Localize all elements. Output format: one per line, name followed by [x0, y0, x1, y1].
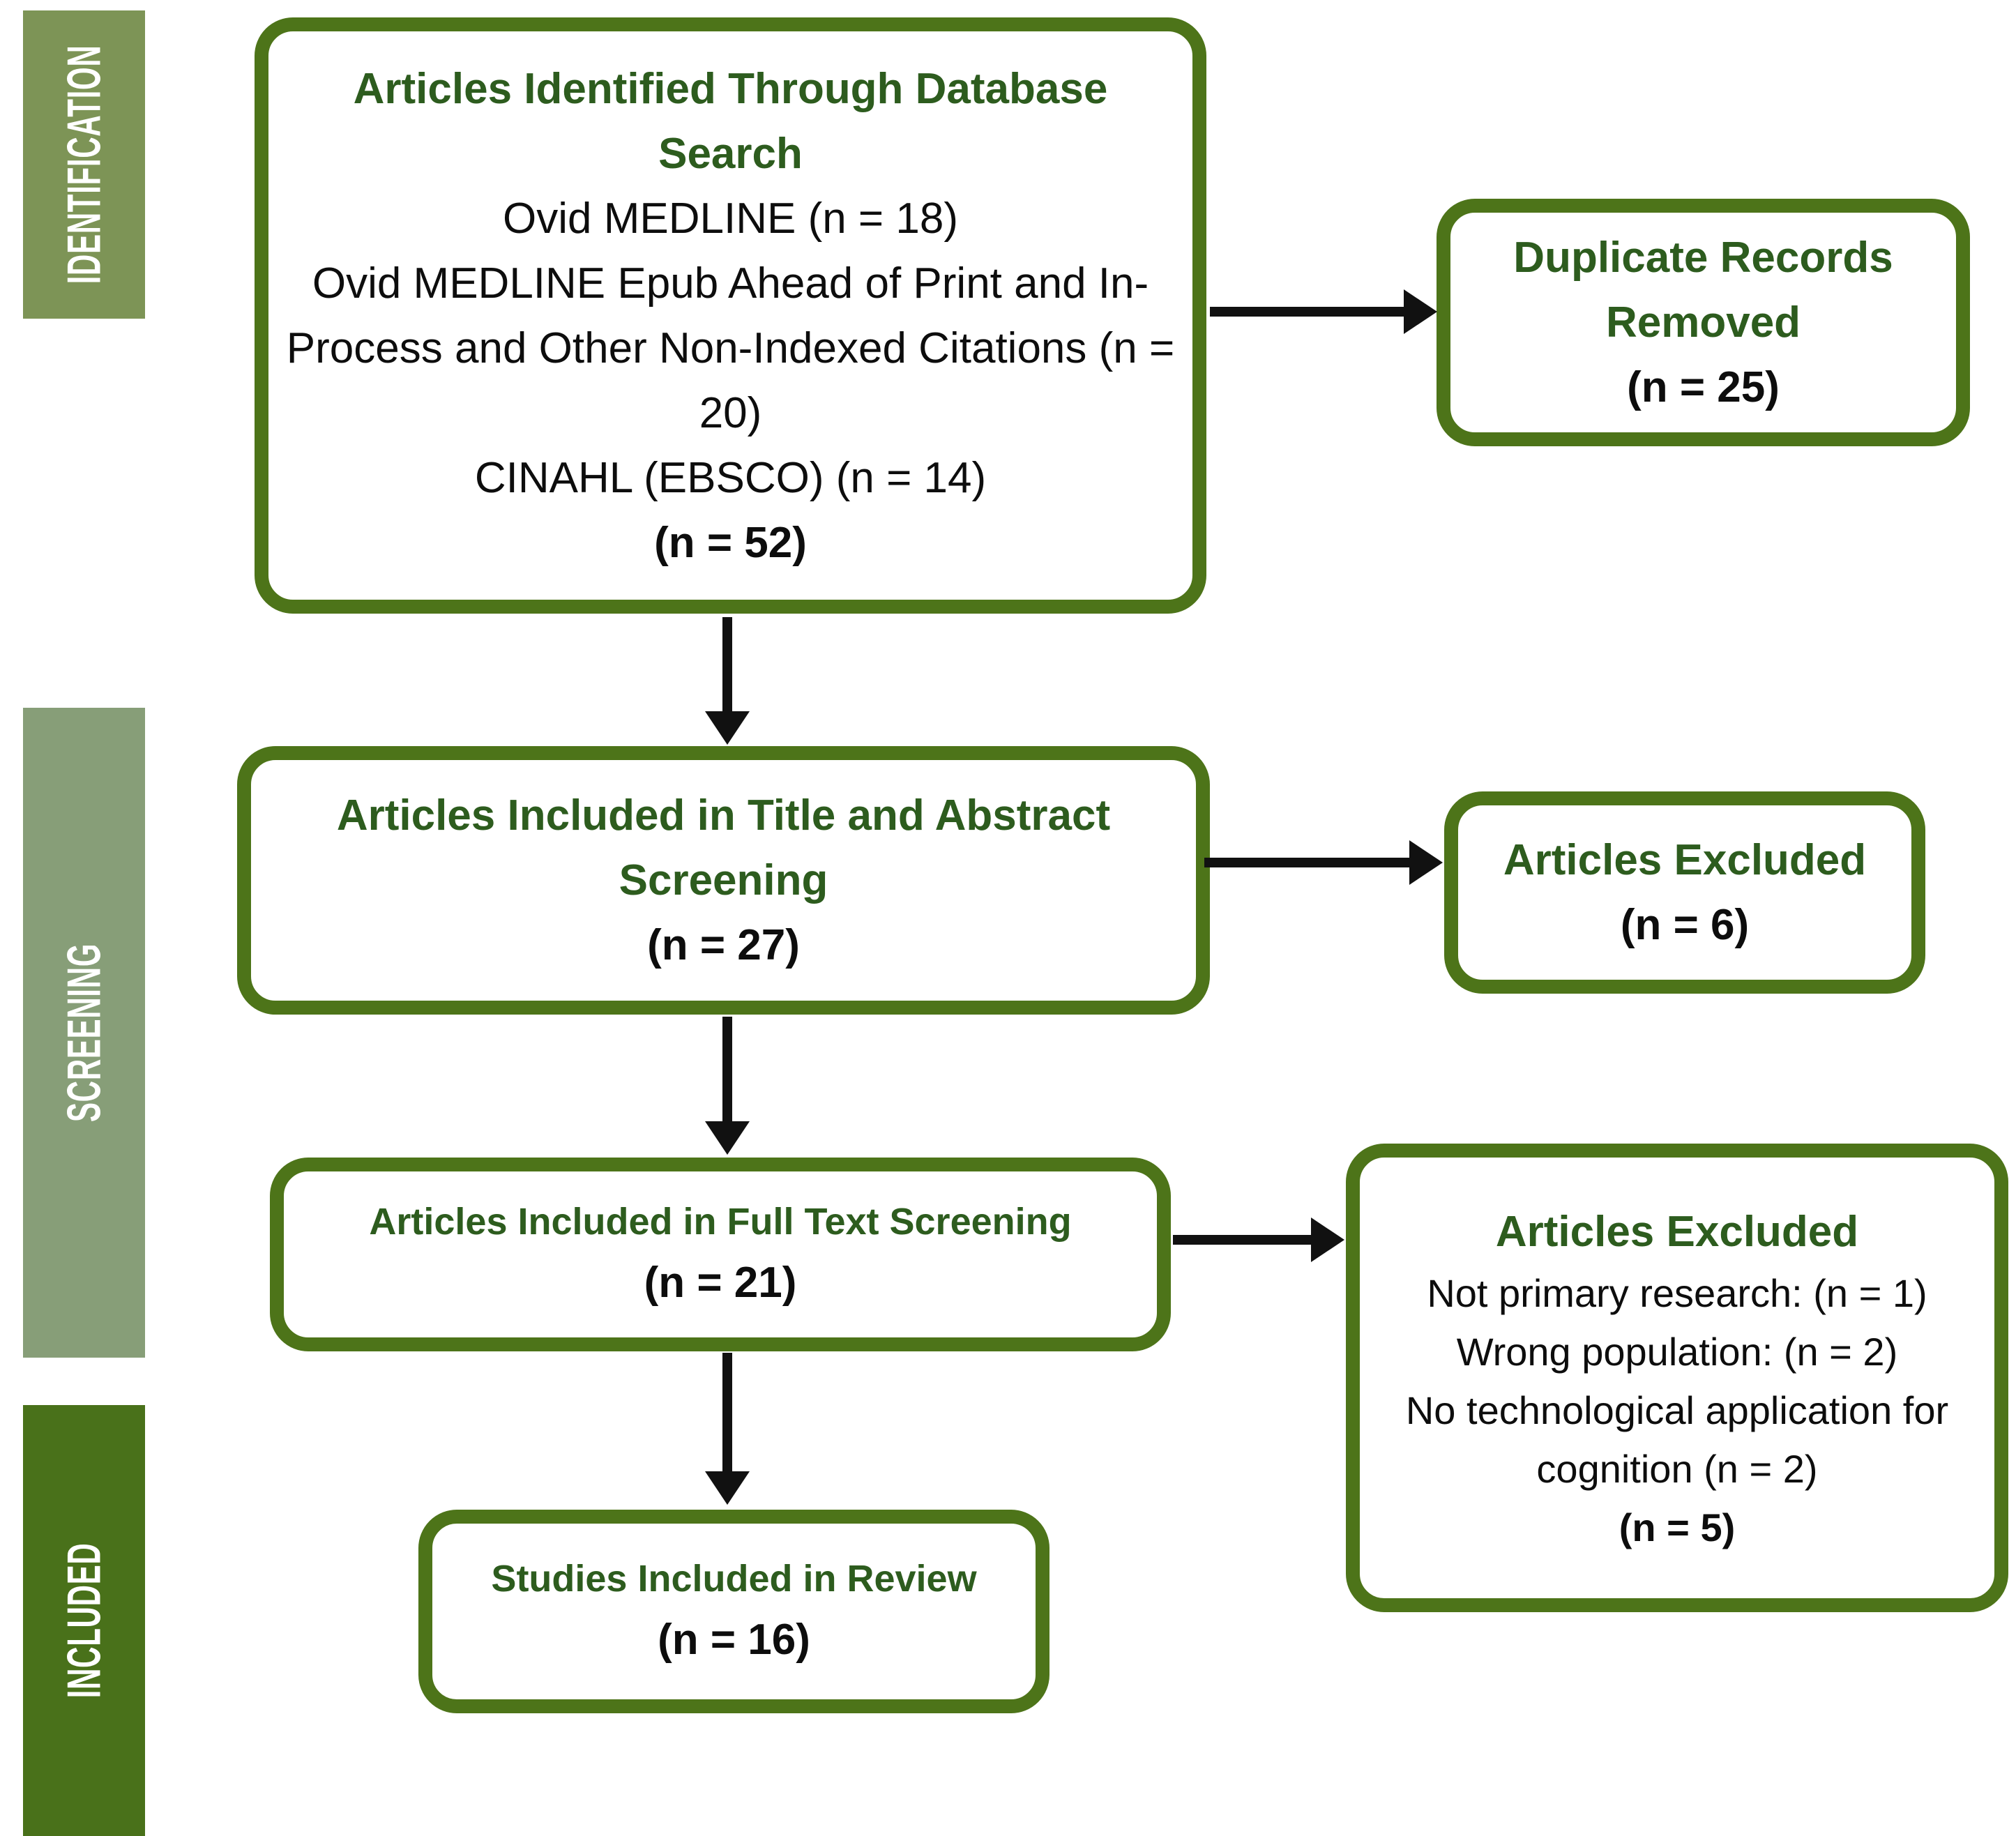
box-full-text-screening-title: Articles Included in Full Text Screening	[369, 1201, 1072, 1243]
box-excluded-full-text: Articles Excluded Not primary research: …	[1346, 1144, 2008, 1612]
box-included-review-total: (n = 16)	[658, 1616, 810, 1664]
arrow-right-to-excluded-6-head-icon	[1409, 840, 1443, 885]
phase-band-screening: SCREENING	[23, 708, 145, 1358]
phase-band-included: INCLUDED	[23, 1405, 145, 1836]
box-database-search-title: Articles Identified Through Database Sea…	[353, 64, 1108, 178]
box-database-search-line: Ovid MEDLINE Epub Ahead of Print and In-…	[286, 259, 1175, 437]
box-included-review-title: Studies Included in Review	[491, 1558, 977, 1600]
box-excluded-full-text-reason: Not primary research: (n = 1)	[1427, 1270, 1927, 1315]
phase-band-identification: IDENTIFICATION	[23, 10, 145, 319]
box-title-abstract-screening-total: (n = 27)	[647, 921, 800, 969]
arrow-down-to-title-abstract	[722, 617, 732, 713]
box-database-search: Articles Identified Through Database Sea…	[255, 17, 1206, 614]
box-excluded-title-abstract-title: Articles Excluded	[1503, 836, 1867, 884]
phase-label-identification: IDENTIFICATION	[57, 45, 111, 284]
arrow-right-to-excluded-6	[1204, 858, 1411, 867]
box-excluded-title-abstract: Articles Excluded (n = 6)	[1444, 791, 1925, 994]
box-duplicates-removed-title: Duplicate Records Removed	[1513, 234, 1893, 347]
phase-label-screening: SCREENING	[57, 943, 111, 1123]
arrow-right-to-duplicates-head-icon	[1404, 289, 1437, 334]
box-excluded-full-text-reason: Wrong population: (n = 2)	[1456, 1329, 1898, 1374]
box-title-abstract-screening: Articles Included in Title and Abstract …	[237, 746, 1210, 1015]
box-full-text-screening: Articles Included in Full Text Screening…	[270, 1158, 1171, 1351]
box-title-abstract-screening-title: Articles Included in Title and Abstract …	[336, 791, 1111, 904]
arrow-right-to-duplicates	[1210, 307, 1405, 317]
arrow-right-to-excluded-5-head-icon	[1311, 1217, 1344, 1262]
box-full-text-screening-total: (n = 21)	[644, 1259, 797, 1307]
box-duplicates-removed-total: (n = 25)	[1627, 363, 1780, 411]
arrow-down-to-included-review	[722, 1353, 732, 1473]
box-excluded-full-text-title: Articles Excluded	[1495, 1207, 1859, 1256]
box-database-search-line: Ovid MEDLINE (n = 18)	[503, 194, 958, 243]
box-excluded-full-text-total: (n = 5)	[1619, 1505, 1736, 1549]
arrow-down-to-title-abstract-head-icon	[705, 711, 750, 745]
box-database-search-line: CINAHL (EBSCO) (n = 14)	[474, 453, 987, 502]
box-included-review: Studies Included in Review (n = 16)	[418, 1510, 1049, 1713]
arrow-down-to-full-text-head-icon	[705, 1121, 750, 1155]
box-database-search-total: (n = 52)	[654, 518, 807, 567]
arrow-down-to-full-text	[722, 1017, 732, 1123]
arrow-right-to-excluded-5	[1173, 1235, 1312, 1245]
box-excluded-full-text-reason: No technological application for cogniti…	[1405, 1388, 1949, 1491]
box-duplicates-removed: Duplicate Records Removed (n = 25)	[1437, 199, 1970, 446]
phase-label-included: INCLUDED	[57, 1542, 111, 1699]
arrow-down-to-included-review-head-icon	[705, 1471, 750, 1505]
box-excluded-title-abstract-total: (n = 6)	[1620, 901, 1750, 949]
